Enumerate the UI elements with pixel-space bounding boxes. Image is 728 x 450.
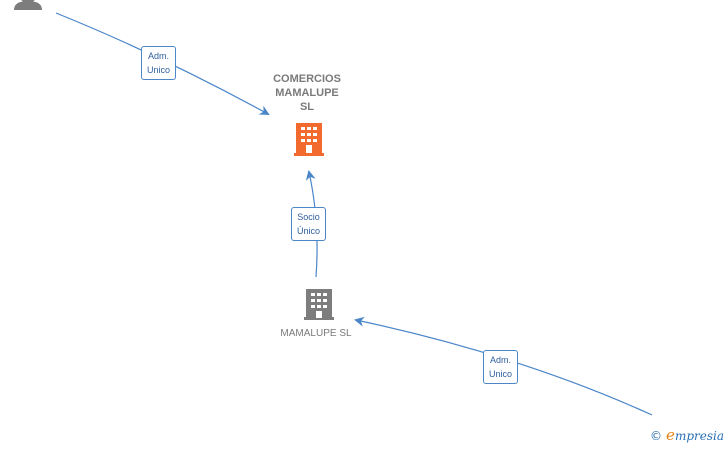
person-icon[interactable] — [14, 0, 42, 10]
company-name-parent[interactable]: MAMALUPE SL — [280, 328, 352, 339]
company-building-icon-target[interactable] — [294, 123, 324, 156]
empresia-watermark: ©empresia — [650, 426, 724, 444]
company-building-icon-parent[interactable] — [304, 289, 334, 320]
company-name-target[interactable]: COMERCIOS MAMALUPE SL — [273, 73, 341, 113]
edge-label-person-to-target: Adm. Unico — [141, 46, 177, 80]
edge-label-parent-to-target: Socio Único — [291, 207, 327, 241]
copyright-icon: © — [650, 429, 663, 443]
edge-label-right-to-parent: Adm. Unico — [483, 350, 519, 384]
